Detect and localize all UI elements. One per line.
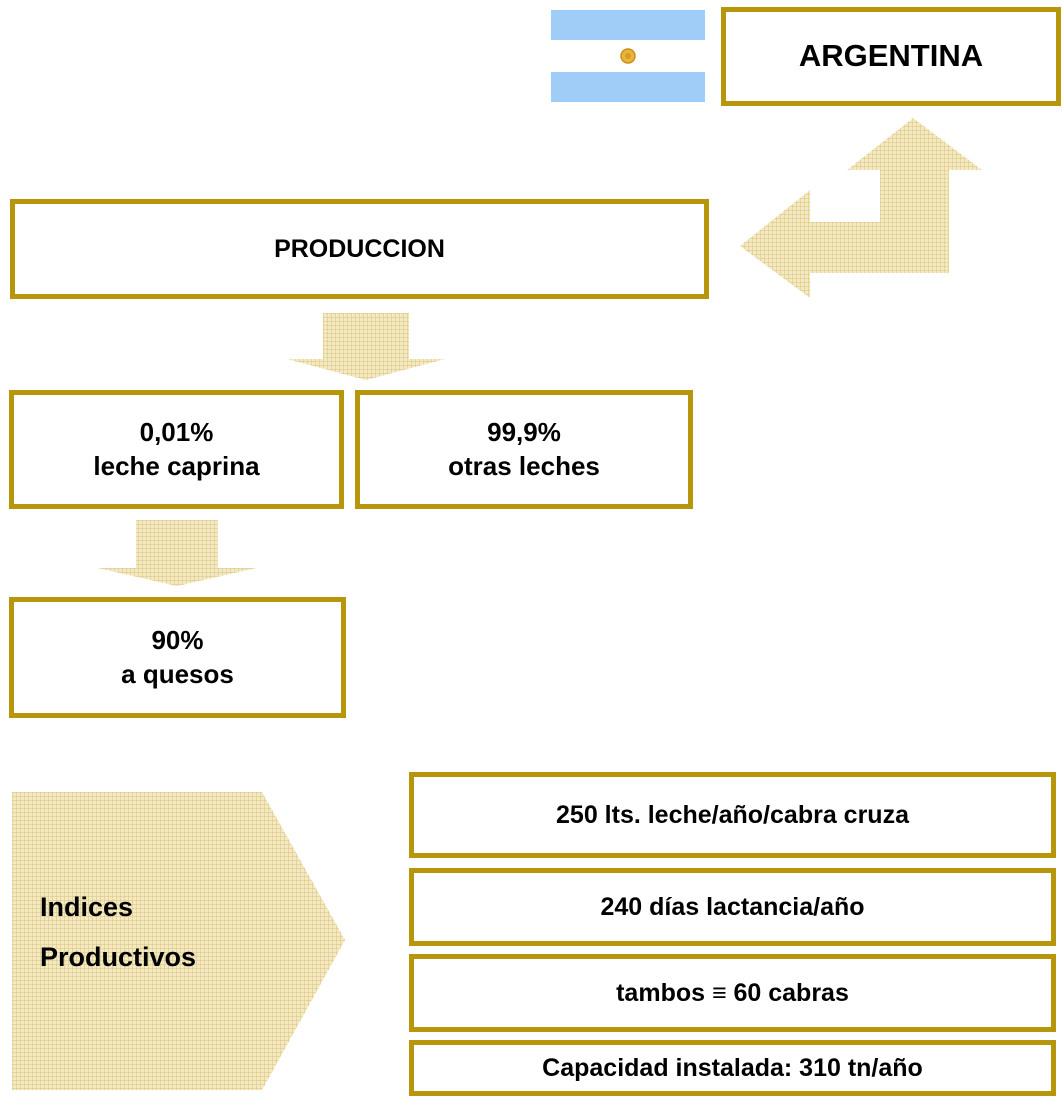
country-label: ARGENTINA <box>798 38 984 74</box>
goat-milk-percent: 0,01% <box>139 416 214 447</box>
index-box-dairies: tambos ≡ 60 cabras <box>409 954 1056 1032</box>
index-text: Capacidad instalada: 310 tn/año <box>542 1053 923 1082</box>
bent-up-arrow-icon <box>740 118 982 298</box>
index-text: tambos ≡ 60 cabras <box>616 978 849 1007</box>
indices-label-line1: Indices <box>40 892 134 922</box>
goat-milk-box: 0,01% leche caprina <box>9 390 344 509</box>
cheese-percent: 90% <box>151 624 204 655</box>
down-arrow-icon <box>98 520 256 586</box>
cheese-label: a quesos <box>121 658 234 689</box>
index-box-lactation: 240 días lactancia/año <box>409 868 1056 946</box>
other-milks-label: otras leches <box>448 450 600 481</box>
goat-milk-label: leche caprina <box>93 450 260 481</box>
index-text: 250 lts. leche/año/cabra cruza <box>556 800 909 829</box>
down-arrow-icon <box>287 313 445 380</box>
argentina-flag <box>551 10 705 102</box>
index-box-capacity: Capacidad instalada: 310 tn/año <box>409 1040 1056 1096</box>
indices-chevron-shape <box>12 792 345 1090</box>
production-title: PRODUCCION <box>274 234 445 263</box>
indices-label-line2: Productivos <box>40 942 197 972</box>
country-box: ARGENTINA <box>721 7 1061 106</box>
index-box-milk-yield: 250 lts. leche/año/cabra cruza <box>409 772 1056 858</box>
other-milks-box: 99,9% otras leches <box>355 390 693 509</box>
index-text: 240 días lactancia/año <box>600 892 865 921</box>
cheese-box: 90% a quesos <box>9 597 346 718</box>
other-milks-percent: 99,9% <box>487 416 561 447</box>
production-box: PRODUCCION <box>10 199 709 299</box>
